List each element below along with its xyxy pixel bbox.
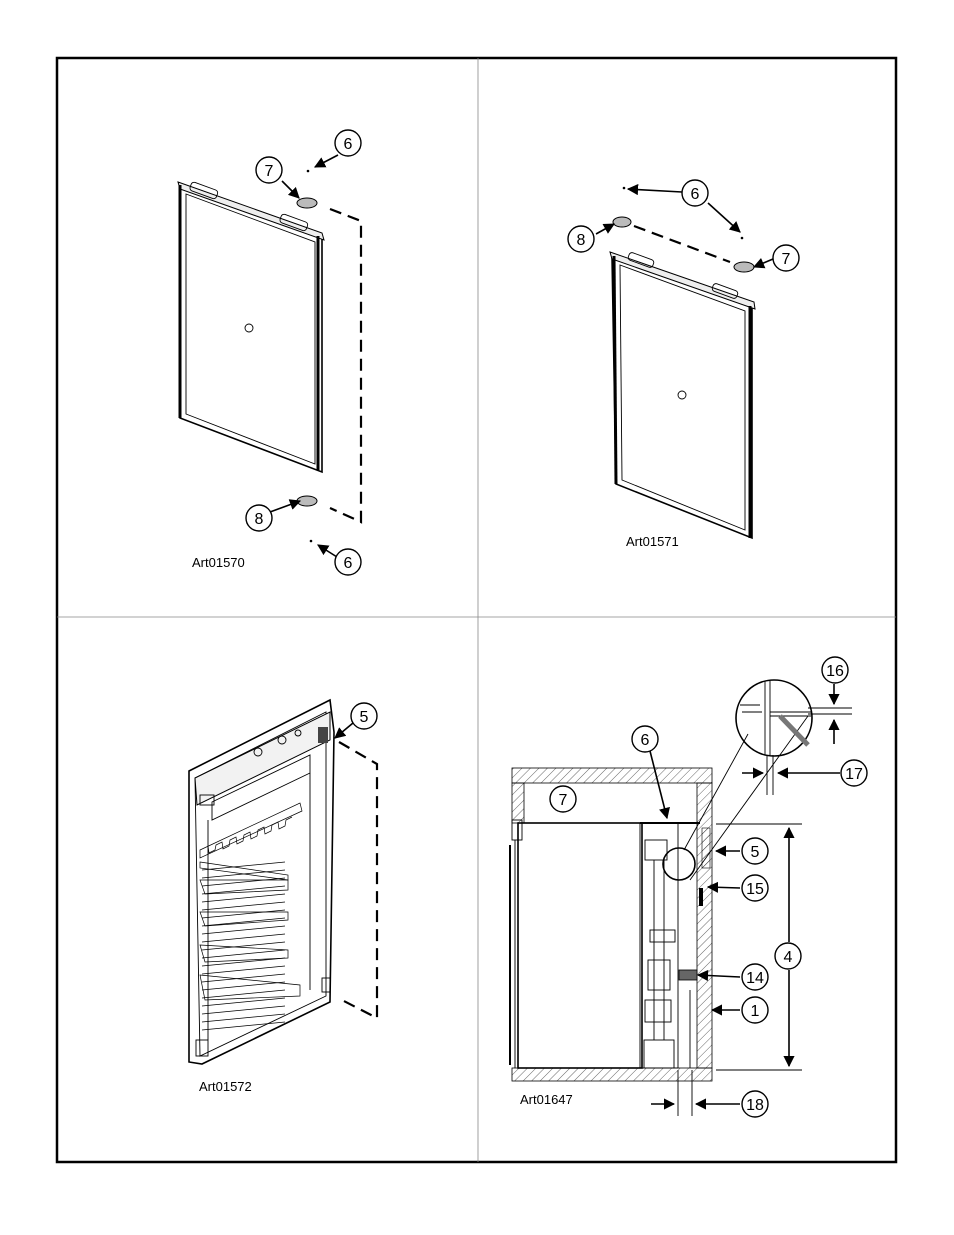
callout-6 [631, 725, 659, 753]
callout-17 [840, 759, 868, 787]
dashed-assembly-path [337, 741, 379, 1020]
callout-17-text: 17 [845, 766, 863, 783]
callout-6-text: 6 [641, 732, 650, 749]
panel-caption: Art01572 [199, 1079, 252, 1094]
callout-5-text: 5 [360, 709, 369, 726]
callout-7 [772, 244, 800, 272]
callout-5-text: 5 [751, 844, 760, 861]
callout-4 [774, 942, 802, 970]
panel-caption: Art01571 [626, 534, 679, 549]
panel-open-refrigerator: 5 Art01572 [188, 698, 379, 1094]
detail-marker-circle [662, 847, 696, 881]
callout-5 [350, 702, 378, 730]
callout-14-text: 14 [746, 970, 764, 987]
refrigerator-body [517, 822, 643, 1069]
cabinet-bottom-wall [511, 1067, 713, 1082]
callout-1 [741, 996, 769, 1024]
callout-6-text: 6 [691, 186, 700, 203]
dashed-assembly-path [633, 224, 731, 264]
refrigerator-frame [188, 698, 335, 1065]
detail-magnifier [735, 679, 813, 757]
callout-5 [741, 837, 769, 865]
callout-7-text: 7 [265, 163, 274, 180]
callout-14 [741, 963, 769, 991]
dashed-assembly-path [329, 207, 363, 524]
panel-door-hinge-right: 6 8 7 Art01571 [567, 179, 800, 549]
callout-7 [549, 785, 577, 813]
callout-18 [741, 1090, 769, 1118]
seal-strip [678, 969, 698, 981]
shelves [199, 802, 303, 1031]
panel-caption: Art01570 [192, 555, 245, 570]
callout-15 [741, 874, 769, 902]
callout-6 [681, 179, 709, 207]
cabinet-back-wall [696, 782, 713, 1069]
callout-6-top [334, 129, 362, 157]
callout-8 [567, 225, 595, 253]
cabinet-top-wall [511, 767, 713, 784]
hinge-right [733, 261, 755, 273]
callout-7-text: 7 [559, 792, 568, 809]
callout-1-text: 1 [751, 1003, 760, 1020]
panel-door-hinge-left: 6 7 8 6 Art01570 [177, 129, 363, 576]
callout-18-text: 18 [746, 1097, 764, 1114]
callout-16 [821, 656, 849, 684]
callout-6-bottom-text: 6 [344, 555, 353, 572]
callout-16-text: 16 [826, 663, 844, 680]
callout-7 [255, 156, 283, 184]
door-hole [677, 390, 687, 400]
callout-15-text: 15 [746, 881, 764, 898]
callout-7-text: 7 [782, 251, 791, 268]
callout-8 [245, 504, 273, 532]
hinge-top [296, 197, 318, 209]
callout-8-text: 8 [577, 232, 586, 249]
callout-6-bottom [334, 548, 362, 576]
callout-4-text: 4 [784, 949, 793, 966]
panel-installation-cross-section: 16 6 17 7 5 15 4 14 1 18 Art01647 [509, 656, 868, 1118]
outer-frame [55, 56, 898, 1164]
hinge-left [612, 216, 632, 228]
panel-caption: Art01647 [520, 1092, 573, 1107]
cooling-unit [639, 822, 691, 1069]
callout-6-top-text: 6 [344, 136, 353, 153]
callout-8-text: 8 [255, 511, 264, 528]
door-hole [244, 323, 254, 333]
